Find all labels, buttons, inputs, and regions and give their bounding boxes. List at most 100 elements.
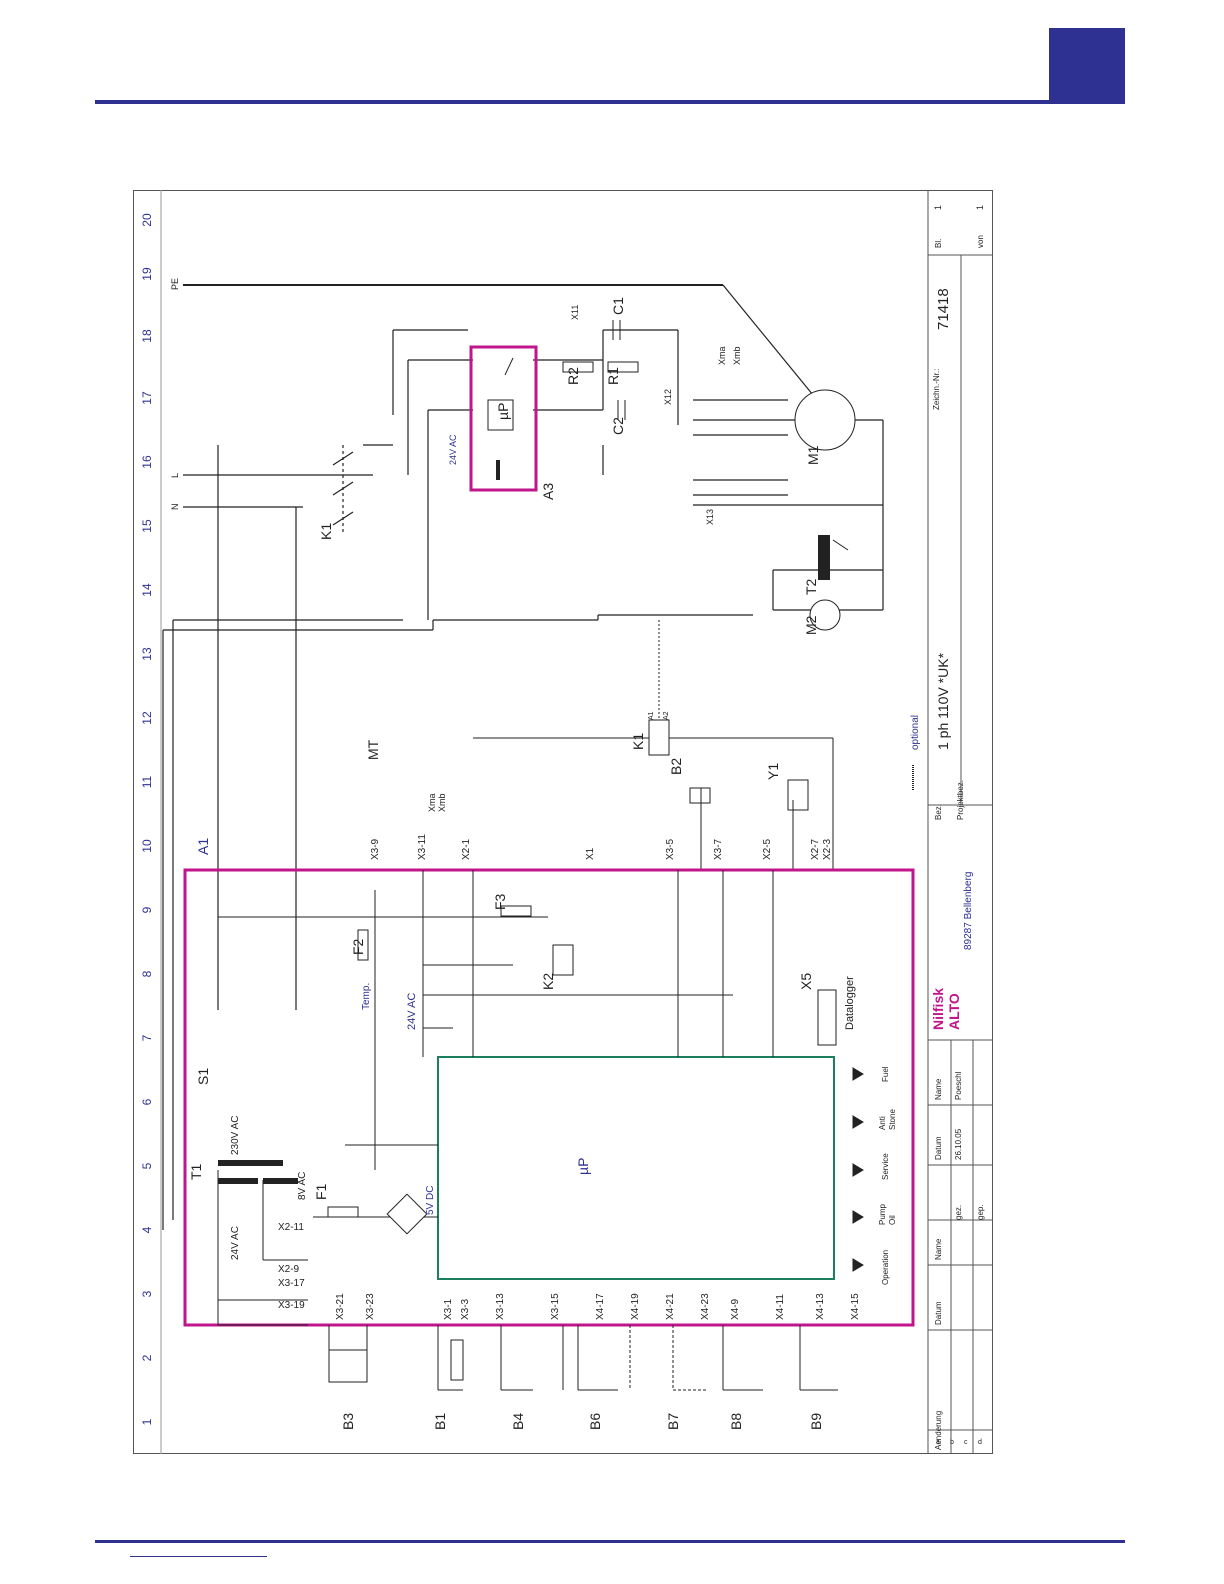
grid-number: 2: [140, 1354, 154, 1361]
terminal-bottom: X4-15: [850, 1293, 861, 1320]
label-a1_pin: A1: [648, 711, 655, 720]
terminal-bottom: X4-23: [700, 1293, 711, 1320]
terminal-left: X2-9: [278, 1264, 300, 1275]
label-c2: C2: [610, 417, 626, 435]
terminal-bottom: X4-17: [595, 1293, 606, 1320]
change-label: Aenderung: [934, 1411, 943, 1450]
grid-number: 7: [140, 1034, 154, 1041]
label-temp: Temp.: [361, 983, 372, 1010]
a1-board-outline: [183, 868, 915, 1327]
grid-number: 8: [140, 970, 154, 977]
label-x5: X5: [798, 973, 814, 990]
grid-number: 5: [140, 1162, 154, 1169]
grid-number: 20: [140, 213, 154, 227]
label-s1: S1: [195, 1068, 211, 1085]
label-f3: F3: [492, 893, 508, 910]
label-y1: Y1: [765, 763, 781, 780]
terminal-top: X2-3: [822, 838, 833, 860]
label-datalogger: Datalogger: [844, 976, 856, 1030]
label-v24ac: 24V AC: [406, 993, 418, 1030]
label-t2: T2: [803, 578, 819, 595]
label-x13: X13: [705, 509, 715, 525]
date-label: Datum: [934, 1301, 943, 1325]
grid-number: 19: [140, 267, 154, 281]
grid-number: 12: [140, 711, 154, 725]
terminal-bottom: X3-15: [550, 1293, 561, 1320]
label-v24ac_a3: 24V AC: [448, 434, 458, 465]
label-b8: B8: [728, 1413, 744, 1430]
label-k1b: K1: [630, 733, 646, 750]
revision-letter: d: [978, 1439, 982, 1446]
label-v5dc: 5V DC: [425, 1186, 436, 1215]
terminal-top: X2-1: [461, 838, 472, 860]
grid-number: 13: [140, 647, 154, 661]
sheet-value: 1: [933, 205, 943, 210]
terminal-bottom: X3-23: [365, 1293, 376, 1320]
footer-rule: [95, 1540, 1125, 1543]
drawn-label: gez.: [954, 1205, 963, 1220]
label-k2: K2: [540, 973, 556, 990]
label-l: L: [170, 473, 180, 478]
label-xmb2: Xmb: [437, 793, 447, 812]
terminal-top: X3-7: [713, 838, 724, 860]
of-label: von: [976, 235, 985, 248]
header-corner-box: [1049, 28, 1125, 104]
label-v8ac: 8V AC: [297, 1172, 308, 1200]
grid-number: 1: [140, 1418, 154, 1425]
terminal-top: X3-5: [665, 838, 676, 860]
label-led_anti: Anti: [878, 1116, 887, 1130]
label-b9: B9: [808, 1413, 824, 1430]
footer-underline: [130, 1556, 267, 1557]
terminal-bottom: X3-1: [443, 1298, 454, 1320]
label-xmb: Xmb: [732, 346, 742, 365]
label-a3: A3: [540, 483, 556, 500]
terminal-bottom: X4-11: [775, 1294, 786, 1320]
label-led_oil: Oil: [888, 1215, 897, 1225]
drawn-date: 26.10.05: [954, 1128, 963, 1160]
checked-label: gep.: [976, 1204, 985, 1220]
label-v230ac: 230V AC: [230, 1116, 241, 1155]
label-b7: B7: [665, 1413, 681, 1430]
label-v24ac_t1: 24V AC: [230, 1226, 241, 1260]
label-b2: B2: [668, 758, 684, 775]
drawing-number: 71418: [935, 288, 952, 330]
grid-number: 10: [140, 839, 154, 853]
label-led_operation: Operation: [881, 1250, 890, 1285]
project-label: Projektbez.: [956, 780, 965, 820]
name-label-2: Name: [934, 1078, 943, 1100]
label-led_stone: Stone: [888, 1109, 897, 1130]
of-value: 1: [975, 205, 985, 210]
grid-number: 4: [140, 1226, 154, 1233]
label-m1: M1: [805, 445, 821, 465]
grid-number: 9: [140, 906, 154, 913]
label-n: N: [170, 504, 180, 511]
terminal-bottom: X4-21: [665, 1293, 676, 1320]
revision-letter: c: [964, 1439, 968, 1446]
grid-number: 3: [140, 1290, 154, 1297]
label-led_pump: Pump: [878, 1204, 887, 1225]
label-xma: Xma: [717, 346, 727, 365]
terminal-bottom: X4-19: [630, 1293, 641, 1320]
grid-number: 17: [140, 391, 154, 405]
revision-letter: b: [950, 1439, 954, 1446]
label-up_a3: µP: [495, 403, 511, 420]
terminal-left: X2-11: [278, 1222, 304, 1233]
company-city: 89287 Bellenberg: [963, 872, 974, 950]
terminal-top: X2-7: [810, 838, 821, 860]
date-label-2: Datum: [934, 1136, 943, 1160]
grid-number: 15: [140, 519, 154, 533]
label-a1: A1: [195, 838, 211, 855]
label-led_service: Service: [881, 1153, 890, 1180]
drawing-number-label: Zeichn.-Nr.:: [932, 369, 941, 410]
label-f2: F2: [350, 938, 366, 955]
label-x11: X11: [570, 305, 580, 320]
grid-number: 6: [140, 1098, 154, 1105]
optional-legend: optional: [910, 715, 921, 750]
label-f1: F1: [313, 1183, 329, 1200]
label-b3: B3: [340, 1413, 356, 1430]
label-b6: B6: [587, 1413, 603, 1430]
logo-top: Nilfisk: [930, 988, 946, 1030]
